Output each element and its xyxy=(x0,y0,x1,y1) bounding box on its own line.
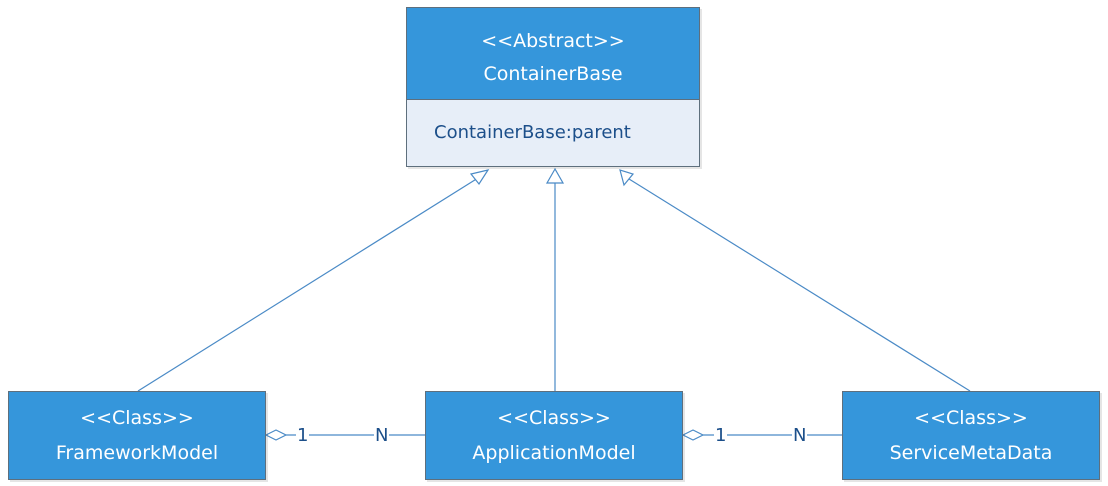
class-name: FrameworkModel xyxy=(55,442,219,464)
multiplicity-label: N xyxy=(374,425,390,446)
multiplicity-label: N xyxy=(792,425,808,446)
class-stereotype: <<Abstract>> xyxy=(481,30,625,52)
class-stereotype: <<Class>> xyxy=(914,407,1028,429)
class-applicationmodel[interactable]: <<Class>> ApplicationModel xyxy=(425,391,683,480)
multiplicity-label: 1 xyxy=(296,425,310,446)
inheritance-arrowhead-icon xyxy=(545,167,565,184)
inheritance-arrowhead-icon xyxy=(619,169,635,187)
class-stereotype: <<Class>> xyxy=(80,407,194,429)
multiplicity-label: 1 xyxy=(714,425,728,446)
class-frameworkmodel[interactable]: <<Class>> FrameworkModel xyxy=(8,391,266,480)
class-attribute: ContainerBase:parent xyxy=(434,122,631,143)
aggregation-diamond-icon xyxy=(681,429,705,441)
abstract-class-containerbase[interactable]: <<Abstract>> ContainerBase ContainerBase… xyxy=(406,7,700,167)
class-name: ContainerBase xyxy=(483,63,623,85)
class-attributes: ContainerBase:parent xyxy=(407,100,699,166)
generalization-line-frameworkmodel xyxy=(137,177,479,392)
aggregation-diamond-icon xyxy=(264,429,288,441)
class-header: <<Abstract>> ContainerBase xyxy=(407,8,699,100)
class-servicemetadata[interactable]: <<Class>> ServiceMetaData xyxy=(842,391,1100,480)
generalization-line-servicemetadata xyxy=(628,178,971,392)
class-stereotype: <<Class>> xyxy=(497,407,611,429)
class-name: ApplicationModel xyxy=(472,442,636,464)
inheritance-arrowhead-icon xyxy=(469,169,490,186)
class-name: ServiceMetaData xyxy=(889,442,1053,464)
